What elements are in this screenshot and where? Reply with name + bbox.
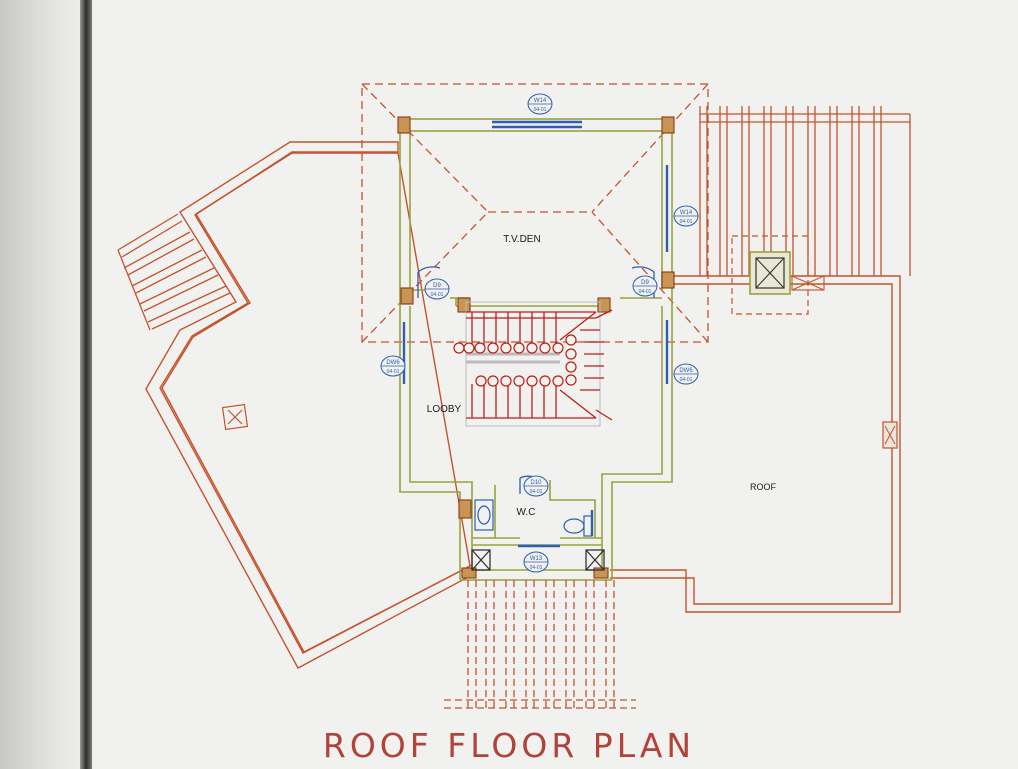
stair-balusters [453,334,577,387]
tag-sub: 04-01 [530,489,543,495]
tag-code: D9 [433,283,441,289]
tag-d9-right: D9 04-01 [632,275,658,297]
tag-code: W14 [680,210,693,216]
chimney-box [731,235,825,315]
tag-d10: D10 04-01 [523,475,549,497]
room-label-tv-den: T.V.DEN [503,234,540,245]
tag-sub: 04-01 [431,292,444,298]
structural-columns [397,116,675,579]
tag-sub: 04-01 [387,369,400,375]
tag-d9-left: D9 04-01 [424,278,450,300]
staircase [465,301,613,427]
tag-dw6-right: DW6 04-01 [673,363,699,385]
tag-w13: W13 04-01 [523,551,549,573]
tag-sub: 04-01 [680,377,693,383]
room-label-roof: ROOF [750,482,777,492]
binder-edge [80,0,92,769]
tag-code: DW6 [386,360,400,366]
left-roof-vent [221,403,249,431]
tag-w14-top: W14 04-01 [527,93,553,115]
tag-code: D10 [530,480,542,486]
tag-sub: 04-01 [639,289,652,295]
lobby-walls [399,298,673,581]
tag-code: W13 [530,556,543,562]
room-label-wc: W.C [517,507,536,518]
tag-code: W14 [534,98,547,104]
tag-sub: 04-01 [534,107,547,113]
wc-toilet [563,515,593,537]
tag-w14-right: W14 04-01 [673,205,699,227]
room-label-lobby: LOOBY [427,404,462,415]
drawing-title: ROOF FLOOR PLAN [322,726,696,765]
left-roof-outline [145,141,473,669]
tag-dw6-left: DW6 04-01 [380,355,406,377]
right-pergola [699,106,911,276]
left-pergola [117,213,231,331]
den-hip-roof [361,83,709,343]
tag-code: DW6 [679,368,693,374]
shaft-boxes [471,549,605,571]
wc-basin [474,499,494,531]
right-roof-vent [882,421,898,449]
den-walls [399,118,673,307]
right-roof-outline [610,275,901,613]
tag-code: D9 [641,280,649,286]
tag-sub: 04-01 [530,565,543,571]
bottom-pergola [444,580,636,709]
tag-sub: 04-01 [680,219,693,225]
